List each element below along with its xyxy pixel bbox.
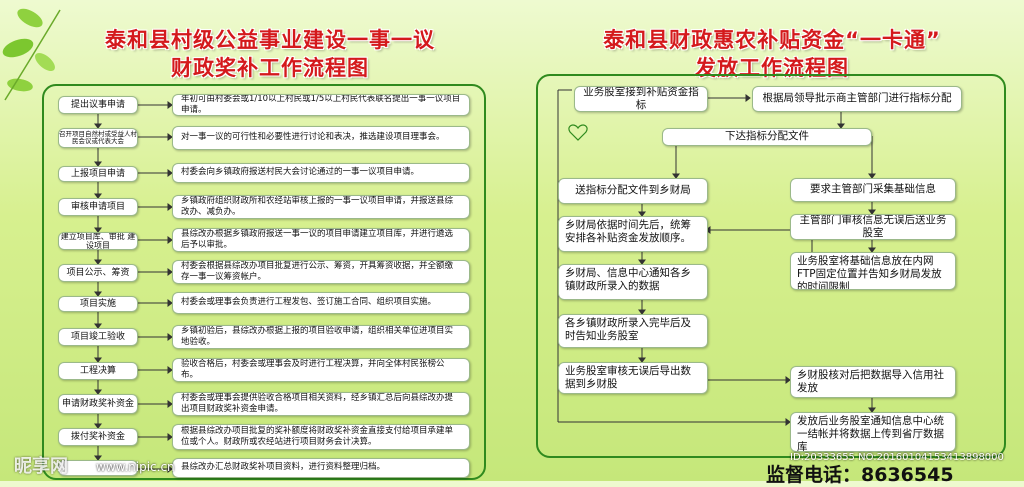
step-box: 工程决算 (58, 362, 138, 380)
right-panel: 泰和县财政惠农补贴资金“一卡通” 发放工作流程图 业务股室接到补贴资金指标 根据… (512, 0, 1024, 486)
step-box: 项目竣工验收 (58, 328, 138, 346)
flow-box-d: 送指标分配文件到乡财局 (558, 178, 708, 204)
left-flow-frame (42, 84, 486, 480)
step-description: 村委会或理事会负责进行工程发包、签订施工合同、组织项目实施。 (172, 292, 470, 314)
flow-box-g: 主管部门审核信息无误后送业务股室 (790, 214, 956, 240)
step-box: 提出议事申请 (58, 96, 138, 114)
step-box: 申请财政奖补资金 (58, 394, 138, 414)
step-box (58, 460, 138, 476)
supervision-phone: 监督电话：8636545 (766, 464, 954, 486)
step-box: 拨付奖补资金 (58, 428, 138, 446)
step-description: 村委会或理事会提供验收合格项目相关资料，经乡镇汇总后向县综改办提出项目财政奖补资… (172, 392, 470, 416)
step-box: 召开项目自然村或受益人村民会议或代表大会 (58, 128, 138, 148)
right-flow-frame (536, 74, 1006, 458)
right-title-line2: 发放工作流程图 (695, 56, 849, 80)
flow-box-l: 乡财股核对后把数据导入信用社发放 (790, 366, 956, 398)
left-panel: 泰和县村级公益事业建设一事一议 财政奖补工作流程图 (0, 0, 512, 481)
step-description: 根据县综改办项目批复的奖补额度将财政奖补资金直接支付给项目承建单位或个人。财政所… (172, 424, 470, 450)
step-description: 验收合格后，村委会或理事会及时进行工程决算，并向全体村民张榜公布。 (172, 358, 470, 382)
flow-box-h: 业务股室将基础信息放在内网FTP固定位置并告知乡财局发放的时间限制 (790, 252, 956, 290)
step-description: 年初可由村委会或1/10以上村民或1/5以上村民代表联名提出一事一议项目申请。 (172, 94, 470, 116)
flow-box-a: 业务股室接到补贴资金指标 (574, 86, 708, 112)
step-description: 县综改办汇总财政奖补项目资料，进行资料整理归档。 (172, 458, 470, 478)
step-box: 项目公示、筹资 (58, 264, 138, 282)
heart-icon (568, 124, 588, 141)
flow-box-f: 乡财局依据时间先后，统筹安排各补贴资金发放顺序。 (558, 216, 708, 252)
right-title-line1: 泰和县财政惠农补贴资金“一卡通” (603, 28, 941, 52)
left-connectors (94, 101, 173, 473)
flow-box-b: 根据局领导批示商主管部门进行指标分配 (752, 86, 962, 112)
flow-box-i: 乡财局、信息中心通知各乡镇财政所录入的数据 (558, 264, 708, 300)
flow-box-j: 各乡镇财政所录入完毕后及时告知业务股室 (558, 314, 708, 348)
leaf-decoration-icon (2, 8, 61, 101)
step-box: 上报项目申请 (58, 166, 138, 182)
flow-box-m: 发放后业务股室通知信息中心统一结帐并将数据上传到省厅数据库 (790, 412, 956, 452)
step-box: 项目实施 (58, 296, 138, 312)
flow-box-c: 下达指标分配文件 (662, 128, 872, 146)
step-description: 村委会向乡镇政府报送村民大会讨论通过的一事一议项目申请。 (172, 163, 470, 183)
step-description: 乡镇初验后，县综改办根据上报的项目验收申请，组织相关单位进项目实地验收。 (172, 325, 470, 349)
step-description: 对一事一议的可行性和必要性进行讨论和表决，推选建设项目理事会。 (172, 126, 470, 150)
watermark-logo: 昵享网 (14, 456, 68, 477)
watermark-url: www.nipic.cn (96, 460, 175, 474)
step-box: 审核申请项目 (58, 198, 138, 216)
step-box: 建立项目库、审批 建设项目 (58, 232, 138, 250)
step-description: 村委会根据县综改办项目批复进行公示、筹资，开具筹资收据，并全额缴存一事一议筹资帐… (172, 260, 470, 284)
flow-box-e: 要求主管部门采集基础信息 (790, 178, 956, 202)
step-description: 乡镇政府组织财政所和农经站审核上报的一事一议项目申请，并报送县综改办、减负办。 (172, 195, 470, 219)
step-description: 县综改办根据乡镇政府报送一事一议的项目申请建立项目库，并进行遴选后予以审批。 (172, 228, 470, 252)
flow-box-k: 业务股室审核无误后导出数据到乡财股 (558, 362, 708, 394)
left-title-line1: 泰和县村级公益事业建设一事一议 (105, 28, 435, 52)
watermark-id: ID:20333655 NO:20160104153413898000 (790, 452, 1004, 463)
left-title-line2: 财政奖补工作流程图 (171, 56, 369, 80)
